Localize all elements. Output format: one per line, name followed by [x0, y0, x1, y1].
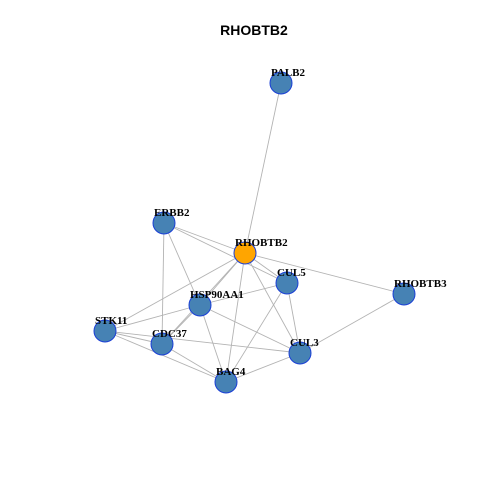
node-stk11[interactable]: STK11: [93, 315, 127, 343]
edge-rhobtb2-rhobtb3: [244, 252, 405, 295]
node-label-bag4: BAG4: [216, 366, 246, 378]
node-label-erbb2: ERBB2: [154, 207, 190, 219]
node-cdc37[interactable]: CDC37: [150, 328, 187, 356]
node-label-cul5: CUL5: [277, 267, 306, 279]
node-circle-erbb2[interactable]: [152, 211, 176, 235]
node-circle-hsp90aa1[interactable]: [188, 293, 212, 317]
node-cul5[interactable]: CUL5: [275, 267, 306, 295]
edge-rhobtb2-stk11: [104, 252, 246, 332]
edge-hsp90aa1-stk11: [104, 304, 201, 332]
node-hsp90aa1[interactable]: HSP90AA1: [188, 289, 244, 317]
edge-cul5-cul3: [286, 282, 301, 354]
edge-bag4-cul3: [225, 352, 301, 383]
node-circle-cul5[interactable]: [275, 271, 299, 295]
node-circle-stk11[interactable]: [93, 319, 117, 343]
edge-layer: [104, 82, 405, 383]
edge-palb2-rhobtb2: [244, 82, 282, 254]
edge-erbb2-hsp90aa1: [163, 222, 201, 306]
node-label-palb2: PALB2: [271, 67, 306, 79]
edge-hsp90aa1-cul3: [199, 304, 301, 354]
node-label-cdc37: CDC37: [152, 328, 187, 340]
node-label-cul3: CUL3: [290, 337, 319, 349]
edge-erbb2-cul5: [163, 222, 288, 284]
node-circle-rhobtb2[interactable]: [233, 241, 257, 265]
node-label-stk11: STK11: [95, 315, 127, 327]
node-circle-bag4[interactable]: [214, 370, 238, 394]
node-rhobtb3[interactable]: RHOBTB3: [392, 278, 447, 306]
node-erbb2[interactable]: ERBB2: [152, 207, 190, 235]
edge-erbb2-cdc37: [161, 222, 165, 345]
edge-stk11-bag4: [104, 330, 227, 383]
diagram-title: RHOBTB2: [220, 22, 288, 38]
edge-cdc37-bag4: [161, 343, 227, 383]
node-bag4[interactable]: BAG4: [214, 366, 246, 394]
edge-stk11-cul3: [104, 330, 301, 354]
edge-rhobtb2-bag4: [225, 252, 246, 383]
node-label-rhobtb3: RHOBTB3: [394, 278, 447, 290]
node-label-rhobtb2: RHOBTB2: [235, 237, 288, 249]
edge-erbb2-rhobtb2: [163, 222, 246, 254]
edge-rhobtb2-cul3: [244, 252, 301, 354]
node-layer: PALB2ERBB2RHOBTB2CUL5RHOBTB3HSP90AA1STK1…: [93, 67, 447, 394]
node-circle-cul3[interactable]: [288, 341, 312, 365]
node-circle-palb2[interactable]: [269, 71, 293, 95]
edge-cul5-hsp90aa1: [199, 282, 288, 306]
node-rhobtb2[interactable]: RHOBTB2: [233, 237, 288, 265]
node-circle-rhobtb3[interactable]: [392, 282, 416, 306]
node-label-hsp90aa1: HSP90AA1: [190, 289, 244, 301]
node-cul3[interactable]: CUL3: [288, 337, 319, 365]
node-palb2[interactable]: PALB2: [269, 67, 306, 95]
edge-rhobtb3-cul3: [299, 293, 405, 354]
node-circle-cdc37[interactable]: [150, 332, 174, 356]
